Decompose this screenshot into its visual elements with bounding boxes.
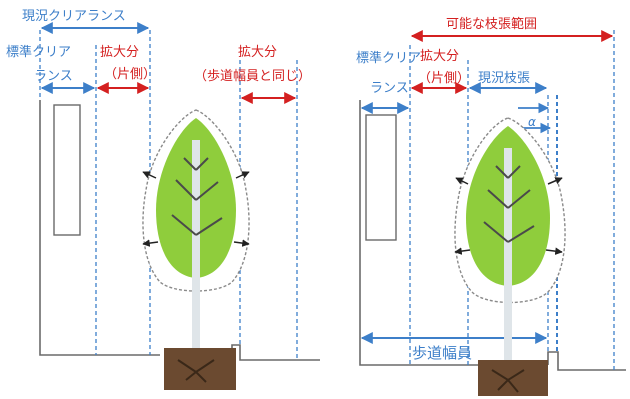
- right-expansion-label-line2: （片側）: [418, 71, 470, 86]
- current-clearance-label: 現況クリアランス: [22, 9, 126, 24]
- right-growth-arrow: [454, 247, 471, 255]
- left-growth-arrow: [142, 171, 157, 179]
- expansion-sidewalk-label-line1: 拡大分: [238, 45, 277, 60]
- right-growth-arrow: [545, 247, 563, 255]
- expansion-sidewalk-label-line2: （歩道幅員と同じ）: [194, 69, 311, 84]
- right-curb: [547, 351, 626, 371]
- right-tree-branches: [483, 165, 535, 243]
- standard-clearance-label-line1: 標準クリア: [6, 44, 71, 60]
- expansion-one-side-label-line2: （片側）: [104, 67, 156, 82]
- sidewalk-width-label: 歩道幅員: [412, 344, 472, 362]
- left-curb: [231, 344, 320, 361]
- left-window: [53, 104, 81, 236]
- right-window: [365, 114, 397, 241]
- left-tree-roots: [177, 359, 215, 383]
- right-tree: [454, 117, 566, 396]
- standard-clearance-label-line2: ランス: [34, 69, 73, 84]
- left-growth-arrow: [235, 171, 250, 179]
- right-expansion-label-line1: 拡大分: [420, 49, 459, 64]
- right-building-wall: [359, 100, 478, 366]
- left-tree: [142, 109, 250, 390]
- offset-label: α: [528, 115, 536, 129]
- right-standard-clearance-label-line2: ランス: [370, 81, 409, 96]
- right-standard-clearance-label-line1: 標準クリア: [356, 50, 421, 66]
- left-growth-arrow: [142, 239, 159, 247]
- expansion-one-side-label-line1: 拡大分: [100, 45, 139, 60]
- right-tree-roots: [491, 369, 525, 393]
- current-branch-spread-label: 現況枝張: [478, 71, 530, 86]
- left-building-wall: [39, 100, 160, 356]
- left-growth-arrow: [233, 239, 250, 247]
- right-growth-arrow: [455, 177, 469, 185]
- right-growth-arrow: [547, 177, 563, 185]
- left-tree-branches: [171, 157, 223, 236]
- possible-branch-range-label: 可能な枝張範囲: [446, 17, 537, 32]
- left-panel: 現況クリアランス 標準クリア ランス 拡大分 （片側） 拡大分 （歩道幅員と同じ…: [6, 9, 320, 390]
- right-panel: 可能な枝張範囲 標準クリア ランス 拡大分 （片側） 現況枝張 α 歩道幅員: [356, 17, 626, 396]
